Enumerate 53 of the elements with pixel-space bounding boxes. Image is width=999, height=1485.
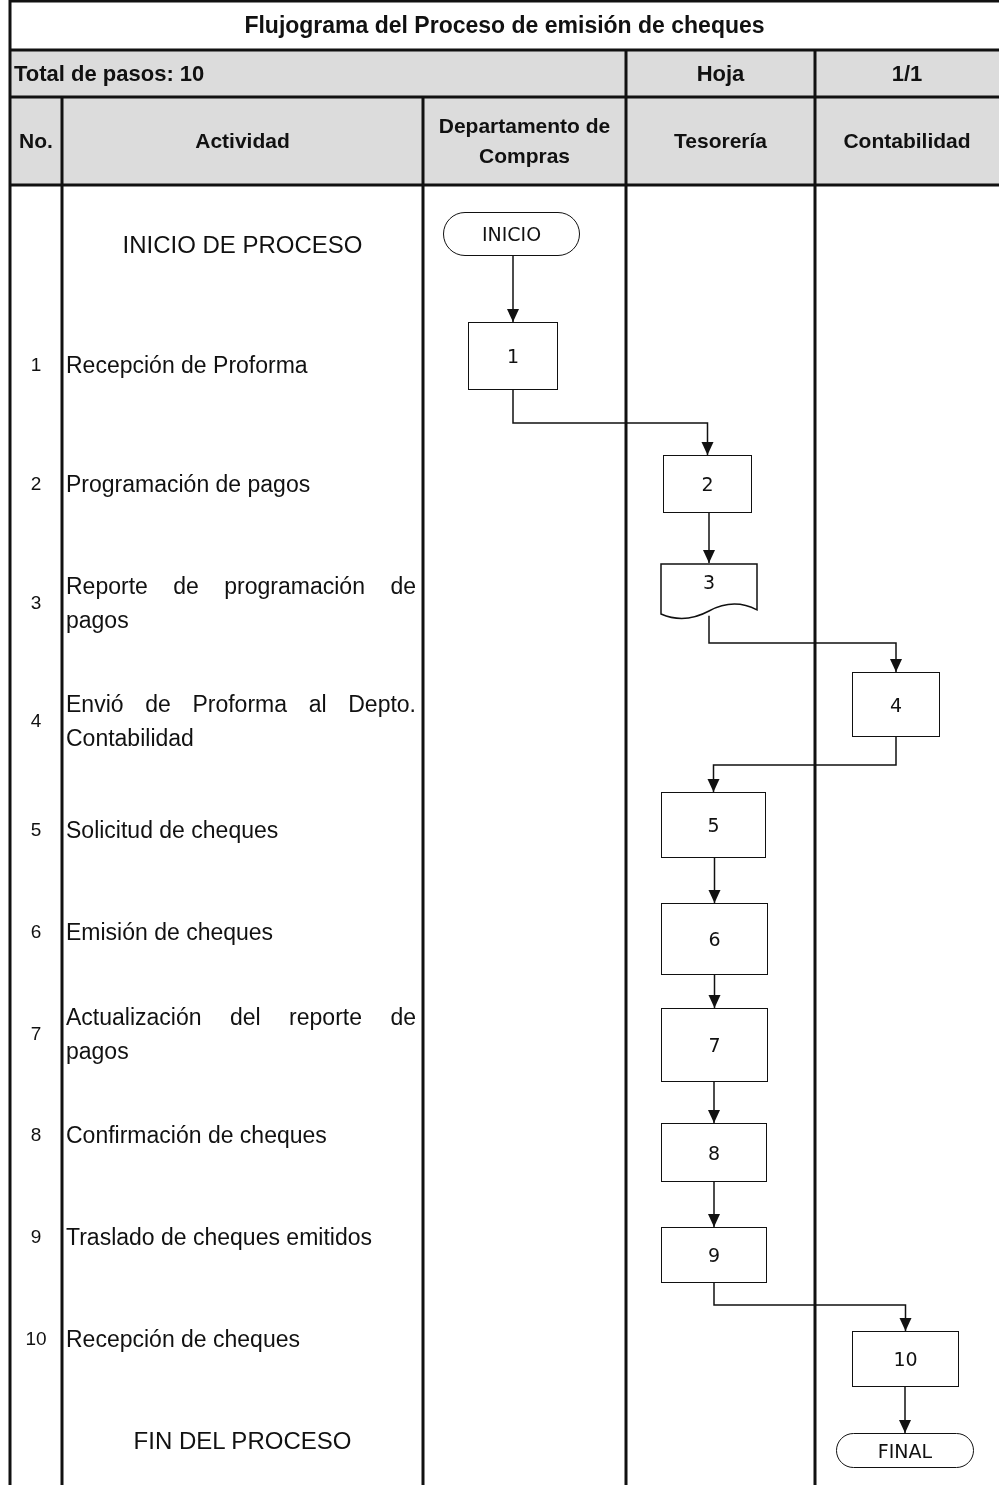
- activity-text: Envió de Proforma al Depto. Contabilidad: [66, 690, 416, 753]
- step-number: 1: [29, 353, 43, 377]
- activity-text: Programación de pagos: [66, 470, 312, 499]
- arrow: [708, 1081, 720, 1124]
- step-number: 6: [29, 920, 43, 944]
- step-number: 3: [29, 591, 43, 615]
- arrow: [708, 1181, 720, 1228]
- process-box: 7: [661, 1008, 768, 1082]
- step-number: 10: [24, 1327, 48, 1351]
- arrow: [713, 1282, 912, 1332]
- arrow: [708, 615, 902, 673]
- step-number: 5: [29, 818, 43, 842]
- activity-text: Reporte de programación de pagos: [66, 572, 416, 635]
- column-header: Tesorería: [673, 128, 768, 154]
- arrow: [512, 389, 714, 456]
- column-header: Actividad: [194, 128, 291, 154]
- arrow: [708, 974, 721, 1009]
- process-box: 8: [661, 1123, 767, 1182]
- process-box: 6: [661, 903, 768, 975]
- activity-text: Emisión de cheques: [66, 918, 275, 947]
- diagram-title: Flujograma del Proceso de emisión de cheques: [243, 10, 766, 40]
- arrow: [703, 512, 715, 564]
- activity-text: Recepción de cheques: [66, 1325, 301, 1354]
- activity-text: Traslado de cheques emitidos: [66, 1223, 373, 1252]
- terminator-shape: FINAL: [836, 1433, 974, 1468]
- step-number: 8: [29, 1123, 43, 1147]
- step-number: 4: [29, 709, 43, 733]
- activity-text: Actualización del reporte de pagos: [66, 1003, 416, 1066]
- arrow: [899, 1386, 911, 1434]
- start-text: INICIO DE PROCESO: [121, 230, 364, 260]
- end-text: FIN DEL PROCESO: [132, 1426, 353, 1456]
- arrow: [708, 857, 721, 904]
- process-box: 9: [661, 1227, 767, 1283]
- activity-text: Recepción de Proforma: [66, 351, 309, 380]
- process-box: 4: [852, 672, 940, 737]
- step-number: 9: [29, 1225, 43, 1249]
- sheet-number: 1/1: [890, 59, 924, 88]
- step-number: 2: [29, 472, 43, 496]
- activity-text: Confirmación de cheques: [66, 1121, 328, 1150]
- process-box: 2: [663, 455, 752, 513]
- step-number: 7: [29, 1022, 43, 1046]
- arrow: [507, 255, 519, 323]
- arrow: [707, 736, 897, 793]
- process-box: 10: [852, 1331, 959, 1387]
- column-header: Contabilidad: [842, 128, 972, 154]
- terminator-shape: INICIO: [443, 212, 580, 256]
- sheet-label: Hoja: [695, 59, 746, 88]
- activity-text: Solicitud de cheques: [66, 816, 280, 845]
- step-total: Total de pasos: 10: [14, 59, 206, 88]
- column-header: No.: [18, 128, 54, 154]
- process-box: 1: [468, 322, 558, 390]
- process-box: 5: [661, 792, 766, 858]
- column-header: Departamento de Compras: [437, 113, 612, 169]
